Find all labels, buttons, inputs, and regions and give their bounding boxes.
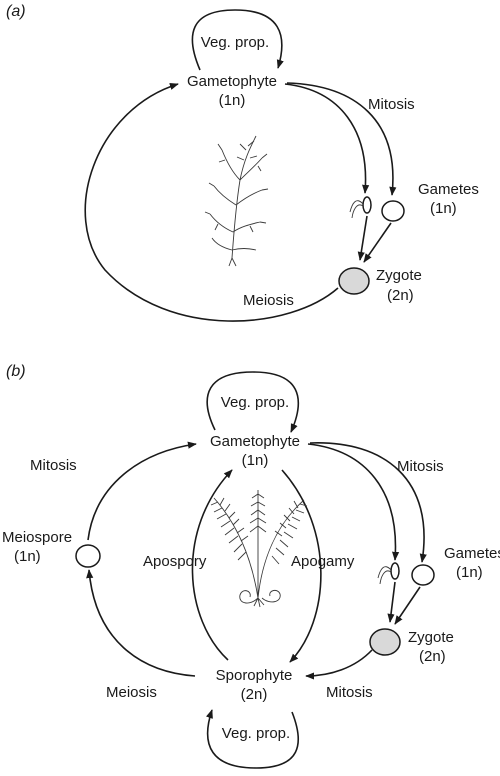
veg-prop-label: Veg. prop. bbox=[201, 34, 269, 51]
gametophyte-label: Gametophyte bbox=[187, 73, 277, 90]
apospory-label: Apospory bbox=[143, 553, 207, 570]
meiospore-cell bbox=[75, 544, 101, 568]
gametes-label: Gametes bbox=[444, 545, 500, 562]
sporophyte-ploidy: (2n) bbox=[241, 686, 268, 703]
zygote-ploidy: (2n) bbox=[419, 648, 446, 665]
meiosis-arrow bbox=[86, 569, 196, 677]
zygote-cell bbox=[369, 628, 401, 656]
veg-prop-top-loop-arrow bbox=[206, 371, 299, 433]
moss-plant-illustration bbox=[204, 135, 269, 267]
sperm-cell-icon bbox=[377, 562, 400, 585]
panel-a: (a) Veg. prop. Gametophyte (1n) Mitosis … bbox=[6, 3, 479, 322]
mitosis-label: Mitosis bbox=[368, 96, 415, 113]
egg-cell bbox=[411, 564, 435, 586]
sperm-to-zygote-arrow bbox=[387, 581, 396, 623]
apospory-arrow bbox=[191, 469, 233, 661]
gametophyte-ploidy: (1n) bbox=[242, 452, 269, 469]
meiosis-label: Meiosis bbox=[106, 684, 157, 701]
gametophyte-label: Gametophyte bbox=[210, 433, 300, 450]
meiospore-ploidy: (1n) bbox=[14, 548, 41, 565]
mitosis-arrow-egg bbox=[309, 442, 427, 563]
meiospore-label: Meiospore bbox=[2, 529, 72, 546]
zygote-label: Zygote bbox=[408, 629, 454, 646]
sperm-to-zygote-arrow bbox=[357, 215, 368, 261]
sporophyte-label: Sporophyte bbox=[216, 667, 293, 684]
veg-prop-bottom-label: Veg. prop. bbox=[222, 725, 290, 742]
gametes-ploidy: (1n) bbox=[456, 564, 483, 581]
mitosis-arrow-sperm bbox=[284, 83, 370, 194]
apogamy-arrow bbox=[281, 469, 322, 663]
fern-plant-illustration bbox=[210, 490, 308, 608]
sperm-cell-icon bbox=[349, 196, 372, 219]
mitosis-bottom-label: Mitosis bbox=[326, 684, 373, 701]
egg-cell bbox=[381, 200, 405, 222]
zygote-label: Zygote bbox=[376, 267, 422, 284]
veg-prop-loop-arrow bbox=[191, 9, 284, 71]
mitosis-right-label: Mitosis bbox=[397, 458, 444, 475]
egg-to-zygote-arrow bbox=[363, 222, 392, 263]
panel-b: (b) Veg. prop. Gametophyte (1n) Mitosis … bbox=[2, 363, 500, 769]
mitosis-arrow-sperm bbox=[307, 443, 400, 561]
zygote-cell bbox=[338, 267, 370, 295]
gametes-ploidy: (1n) bbox=[430, 200, 457, 217]
zygote-ploidy: (2n) bbox=[387, 287, 414, 304]
mitosis-left-arrow bbox=[87, 441, 197, 541]
mitosis-bottom-arrow bbox=[305, 649, 373, 680]
meiosis-label: Meiosis bbox=[243, 292, 294, 309]
egg-to-zygote-arrow bbox=[394, 586, 421, 625]
veg-prop-top-label: Veg. prop. bbox=[221, 394, 289, 411]
meiosis-arc-arrow bbox=[84, 82, 339, 322]
panel-b-tag: (b) bbox=[6, 363, 26, 380]
mitosis-arrow-egg bbox=[286, 82, 397, 196]
apogamy-label: Apogamy bbox=[291, 553, 355, 570]
mitosis-left-label: Mitosis bbox=[30, 457, 77, 474]
veg-prop-bottom-loop-arrow bbox=[206, 709, 299, 769]
gametophyte-ploidy: (1n) bbox=[219, 92, 246, 109]
gametes-label: Gametes bbox=[418, 181, 479, 198]
panel-a-tag: (a) bbox=[6, 3, 26, 20]
